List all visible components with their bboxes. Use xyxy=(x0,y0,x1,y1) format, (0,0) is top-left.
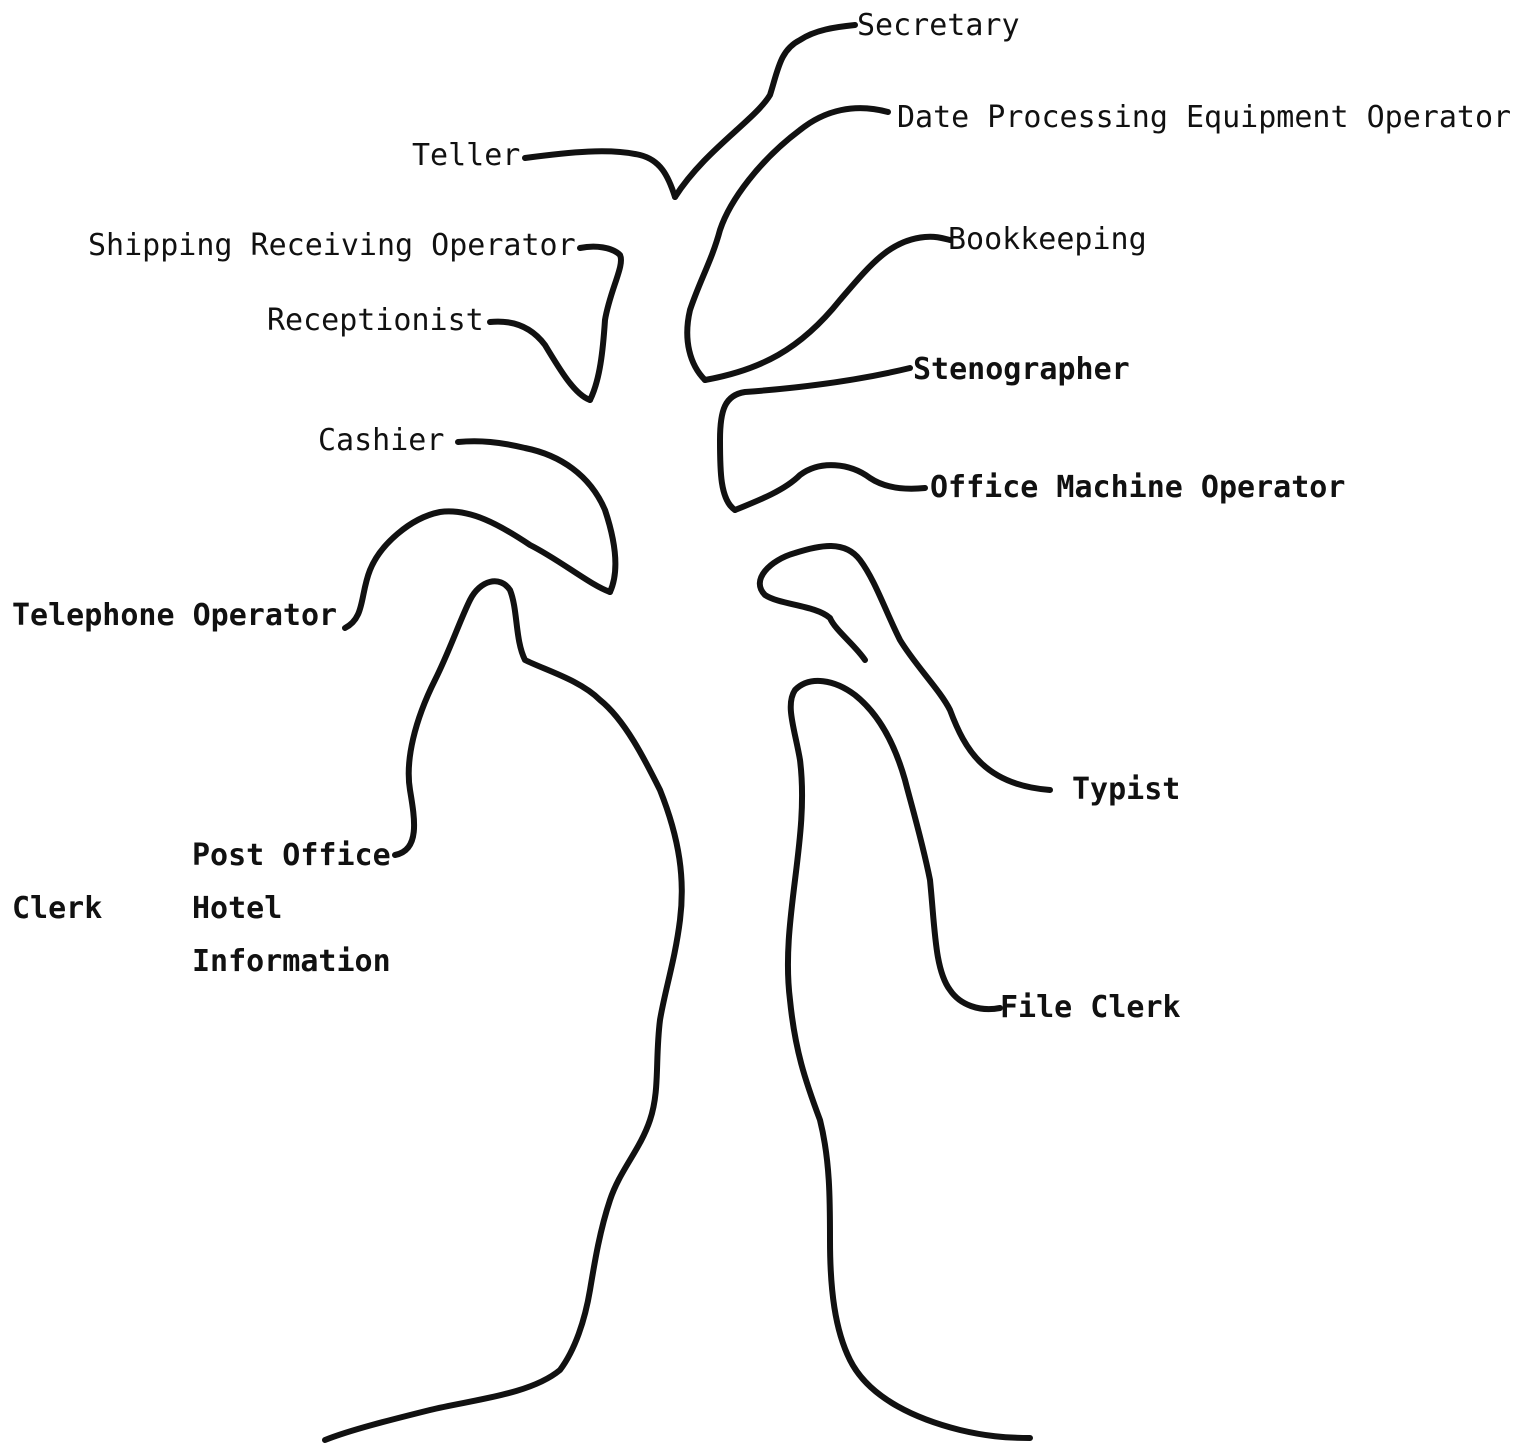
label-hotel: Hotel xyxy=(192,891,282,927)
label-teller: Teller xyxy=(412,138,520,174)
label-shipping-receiving: Shipping Receiving Operator xyxy=(88,228,576,264)
branch-office-machine xyxy=(735,465,925,510)
label-file-clerk: File Clerk xyxy=(1000,990,1181,1026)
label-bookkeeping: Bookkeeping xyxy=(948,222,1147,258)
branch-teller xyxy=(525,151,675,197)
label-stenographer: Stenographer xyxy=(913,352,1130,388)
label-typist: Typist xyxy=(1072,772,1180,808)
trunk-right xyxy=(788,681,1030,1438)
branch-typist xyxy=(760,546,1050,790)
label-data-processing: Date Processing Equipment Operator xyxy=(897,100,1511,136)
label-telephone-operator: Telephone Operator xyxy=(12,598,337,634)
label-receptionist: Receptionist xyxy=(267,303,484,339)
trunk-left xyxy=(325,581,682,1440)
label-post-office: Post Office xyxy=(192,838,391,874)
branch-shipping xyxy=(580,247,621,400)
label-office-machine-operator: Office Machine Operator xyxy=(930,470,1345,506)
branch-receptionist xyxy=(490,322,590,400)
label-information: Information xyxy=(192,944,391,980)
branch-stenographer xyxy=(720,368,910,510)
branch-telephone xyxy=(345,511,610,628)
label-clerk: Clerk xyxy=(12,891,102,927)
label-cashier: Cashier xyxy=(318,423,444,459)
label-secretary: Secretary xyxy=(857,8,1020,44)
